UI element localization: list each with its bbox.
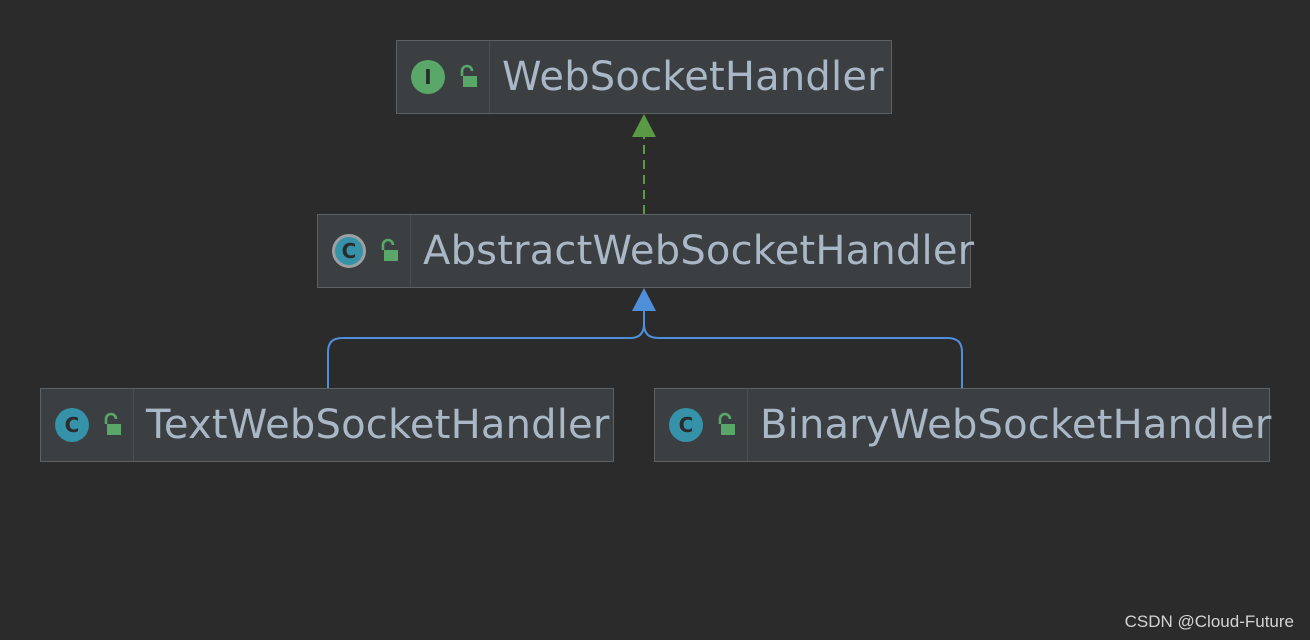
abstract-class-icon: C [332, 234, 366, 268]
watermark: CSDN @Cloud-Future [1124, 612, 1294, 631]
node-websockethandler[interactable]: I WebSocketHandler [396, 40, 892, 114]
node-label: WebSocketHandler [502, 54, 884, 100]
node-icons: C [318, 215, 411, 287]
class-icon: C [55, 408, 89, 442]
unlocked-padlock-icon [104, 412, 121, 435]
node-abstractwebsockethandler[interactable]: C AbstractWebSocketHandler [317, 214, 975, 288]
implements-arrowhead [632, 114, 656, 137]
node-icons: I [397, 41, 490, 113]
node-label: BinaryWebSocketHandler [760, 402, 1272, 448]
unlocked-padlock-icon [381, 238, 398, 261]
node-icons: C [655, 389, 748, 461]
node-textwebsockethandler[interactable]: C TextWebSocketHandler [40, 388, 614, 462]
unlocked-padlock-icon [718, 412, 735, 435]
edge-extends-text [327, 311, 645, 388]
extends-arrowhead [632, 288, 656, 311]
edge-extends-binary [643, 311, 963, 388]
node-icons: C [41, 389, 134, 461]
node-label: TextWebSocketHandler [146, 402, 610, 448]
node-label: AbstractWebSocketHandler [423, 228, 975, 274]
class-icon: C [669, 408, 703, 442]
node-binarywebsockethandler[interactable]: C BinaryWebSocketHandler [654, 388, 1272, 462]
interface-icon: I [411, 60, 445, 94]
unlocked-padlock-icon [460, 64, 477, 87]
